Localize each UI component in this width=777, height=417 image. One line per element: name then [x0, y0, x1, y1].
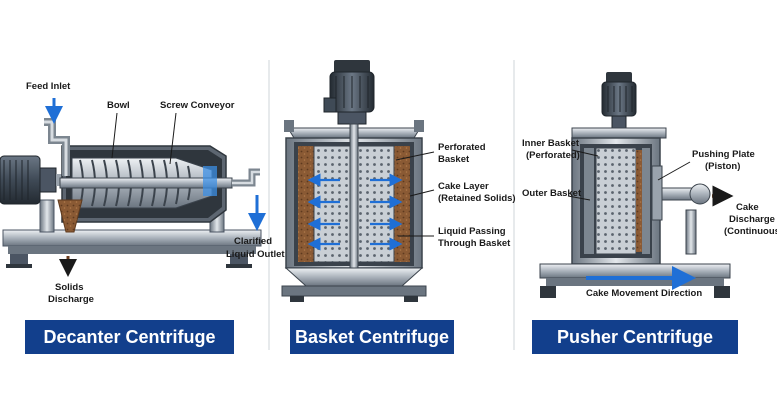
pusher-motor [601, 72, 637, 131]
label-solids-line1: Solids [55, 282, 84, 293]
label-screw-conveyor: Screw Conveyor [160, 100, 235, 111]
decanter-title-banner: Decanter Centrifuge [25, 320, 234, 354]
basket-title: Basket Centrifuge [295, 327, 449, 347]
label-outer-basket: Outer Basket [522, 188, 582, 199]
label-cake-layer-line1: Cake Layer [438, 181, 489, 192]
pusher-illustration [539, 72, 734, 298]
basket-illustration [281, 60, 435, 302]
label-feed-inlet: Feed Inlet [26, 81, 71, 92]
label-bowl: Bowl [107, 100, 130, 111]
decanter-illustration [0, 98, 266, 277]
label-pushing-plate-line2: (Piston) [705, 161, 740, 172]
label-liquid-passing-line2: Through Basket [438, 238, 511, 249]
pusher-title: Pusher Centrifuge [557, 327, 713, 347]
label-pushing-plate-line1: Pushing Plate [692, 149, 755, 160]
label-liquid-passing-line1: Liquid Passing [438, 226, 506, 237]
basket-motor [323, 60, 375, 125]
label-clarified-line1: Clarified [234, 236, 272, 247]
basket-title-banner: Basket Centrifuge [290, 320, 454, 354]
label-cake-movement: Cake Movement Direction [586, 288, 702, 299]
label-cake-layer-line2: (Retained Solids) [438, 193, 516, 204]
label-clarified-line2: Liquid Outlet [226, 249, 285, 260]
decanter-motor [0, 155, 66, 205]
label-cake-discharge-line2: Discharge [729, 214, 775, 225]
label-solids-line2: Discharge [48, 294, 94, 305]
label-perforated-line1: Perforated [438, 142, 486, 153]
label-cake-discharge-line3: (Continuous) [724, 226, 777, 237]
pusher-title-banner: Pusher Centrifuge [532, 320, 738, 354]
label-perforated-line2: Basket [438, 154, 470, 165]
label-inner-basket-line1: Inner Basket [522, 138, 580, 149]
label-inner-basket-line2: (Perforated) [526, 150, 580, 161]
label-cake-discharge-line1: Cake [736, 202, 759, 213]
decanter-title: Decanter Centrifuge [43, 327, 215, 347]
